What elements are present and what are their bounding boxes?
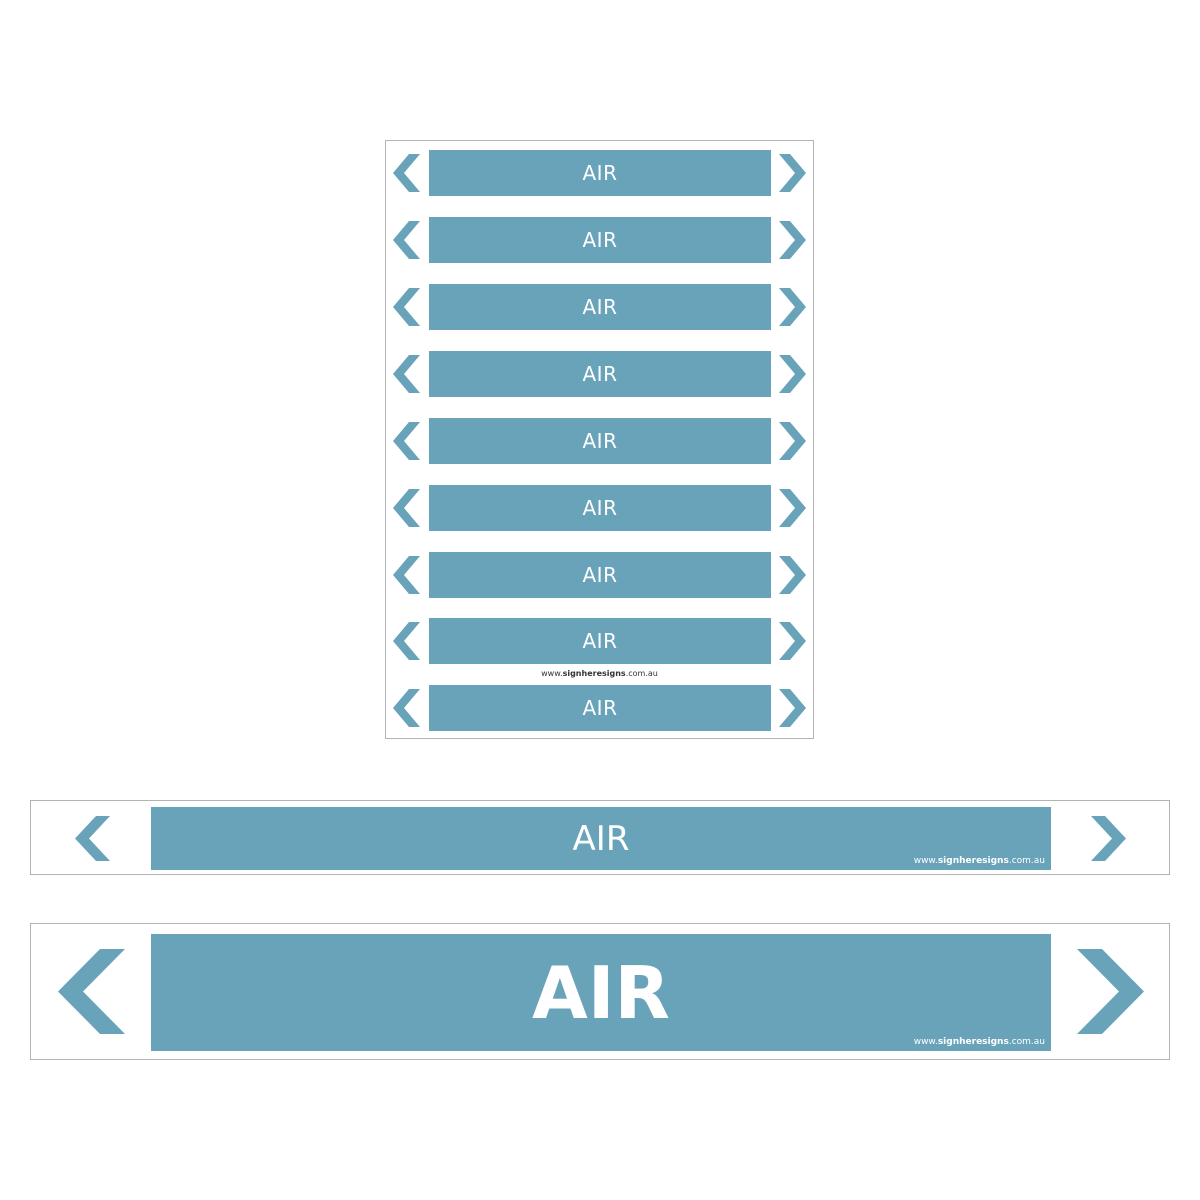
chevron-left-icon <box>392 689 420 727</box>
chevron-left-icon <box>72 816 110 861</box>
marker-row: AIR <box>386 217 813 263</box>
chevron-right-icon <box>1091 816 1129 861</box>
marker-bar: AIR <box>429 552 771 598</box>
chevron-left-icon <box>392 422 420 460</box>
chevron-left-icon <box>392 288 420 326</box>
marker-bar: AIR www.signheresigns.com.au <box>151 934 1051 1051</box>
marker-row: AIR <box>386 418 813 464</box>
chevron-right-icon <box>779 689 807 727</box>
chevron-right-icon <box>779 556 807 594</box>
marker-label: AIR <box>582 295 618 319</box>
chevron-left-icon <box>392 556 420 594</box>
website-url: www.signheresigns.com.au <box>913 1037 1045 1047</box>
marker-label: AIR <box>582 563 618 587</box>
marker-bar: AIR <box>429 284 771 330</box>
website-url: www.signheresigns.com.au <box>913 856 1045 866</box>
marker-row: AIR <box>386 485 813 531</box>
marker-bar: AIR <box>429 217 771 263</box>
marker-label: AIR <box>582 629 618 653</box>
marker-label: AIR <box>582 429 618 453</box>
marker-bar: AIR <box>429 485 771 531</box>
pipe-marker-large: AIR www.signheresigns.com.au <box>30 923 1170 1060</box>
marker-bar: AIR <box>429 150 771 196</box>
marker-row: AIR <box>386 150 813 196</box>
marker-sheet: AIR AIR AIR AIR AIR AIR AIR AIR AIR www.signhere… <box>385 140 814 739</box>
chevron-right-icon <box>779 154 807 192</box>
chevron-left-icon <box>392 622 420 660</box>
marker-bar: AIR www.signheresigns.com.au <box>151 807 1051 870</box>
marker-label: AIR <box>582 161 618 185</box>
marker-label: AIR <box>582 696 618 720</box>
marker-bar: AIR <box>429 685 771 731</box>
marker-bar: AIR <box>429 351 771 397</box>
sheet-website-url: www.signheresigns.com.au <box>541 669 658 678</box>
chevron-right-icon <box>779 422 807 460</box>
marker-label: AIR <box>582 228 618 252</box>
chevron-left-icon <box>55 949 125 1034</box>
marker-label: AIR <box>532 950 670 1035</box>
marker-label: AIR <box>572 818 630 859</box>
marker-row: AIR <box>386 552 813 598</box>
marker-row: AIR <box>386 284 813 330</box>
chevron-left-icon <box>392 221 420 259</box>
chevron-right-icon <box>1077 949 1147 1034</box>
chevron-right-icon <box>779 221 807 259</box>
marker-label: AIR <box>582 496 618 520</box>
chevron-left-icon <box>392 489 420 527</box>
chevron-right-icon <box>779 489 807 527</box>
marker-label: AIR <box>582 362 618 386</box>
chevron-right-icon <box>779 288 807 326</box>
marker-bar: AIR <box>429 618 771 664</box>
marker-row: AIR <box>386 351 813 397</box>
chevron-left-icon <box>392 355 420 393</box>
chevron-right-icon <box>779 622 807 660</box>
marker-row: AIR <box>386 618 813 664</box>
marker-bar: AIR <box>429 418 771 464</box>
pipe-marker-medium: AIR www.signheresigns.com.au <box>30 800 1170 875</box>
chevron-right-icon <box>779 355 807 393</box>
marker-row: AIR <box>386 685 813 731</box>
chevron-left-icon <box>392 154 420 192</box>
